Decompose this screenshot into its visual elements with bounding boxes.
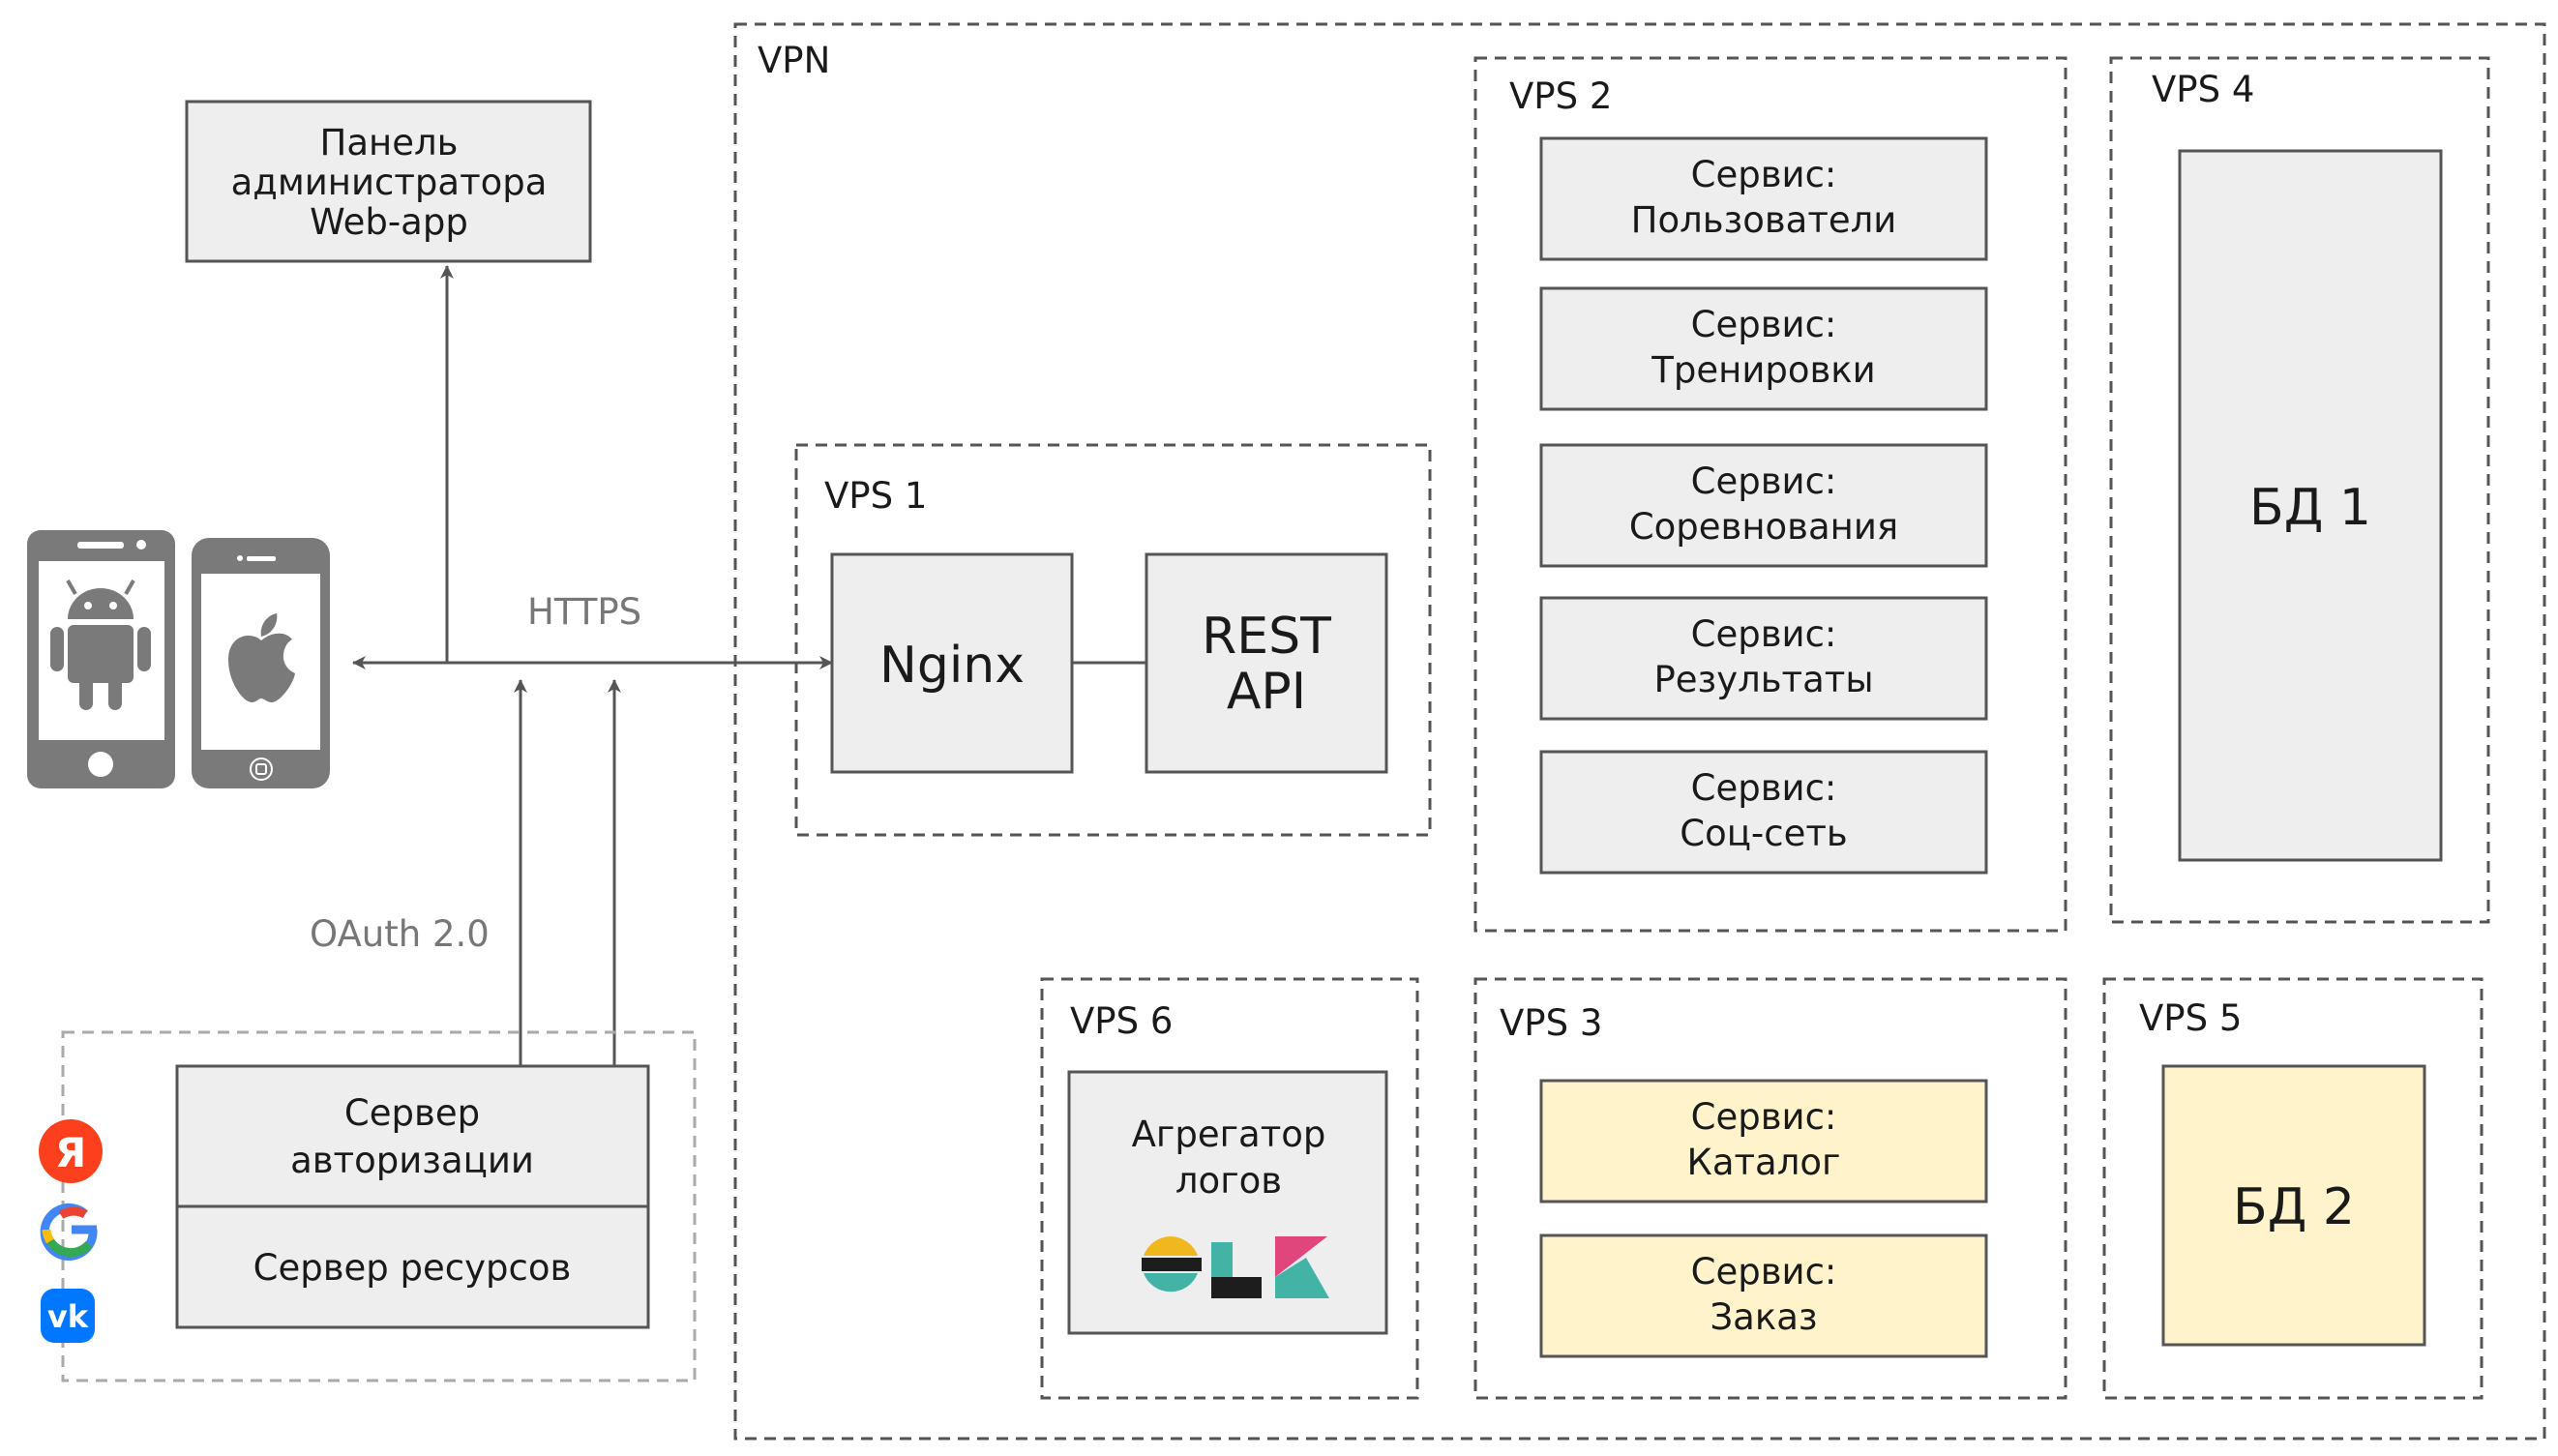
vps2-service-box-1 <box>1539 286 1988 411</box>
admin-panel-line-3: Web-app <box>310 201 468 243</box>
resource-server-box <box>175 1204 650 1329</box>
yandex-icon: Я <box>39 1119 103 1183</box>
android-phone-icon <box>27 530 175 788</box>
db1-box <box>2178 149 2443 862</box>
vps2-service-label-4-0: Сервис: <box>1691 767 1837 809</box>
vps2-service-label-0-0: Сервис: <box>1691 154 1837 195</box>
admin-panel-line-2: администратора <box>231 162 548 203</box>
vps3-service-box-0 <box>1539 1079 1988 1203</box>
elk-logo <box>1142 1236 1329 1298</box>
vps1-label: VPS 1 <box>824 475 927 517</box>
vps2-service-label-4-1: Соц-сеть <box>1680 813 1847 854</box>
vps3-service-box-1 <box>1539 1233 1988 1358</box>
rest-api-box <box>1145 552 1388 774</box>
vps3-label: VPS 3 <box>1500 1002 1602 1044</box>
vps2-service-label-2-1: Соревнования <box>1629 506 1898 548</box>
vps4-label: VPS 4 <box>2152 69 2254 110</box>
iphone-icon <box>192 538 330 788</box>
rest-api-line-1: REST <box>1202 608 1331 666</box>
vps2-boundary <box>1473 56 2067 933</box>
vps2-service-box-4 <box>1539 750 1988 875</box>
vps2-label: VPS 2 <box>1509 75 1612 117</box>
db2-box <box>2161 1064 2426 1347</box>
vps6-boundary <box>1040 977 1419 1400</box>
oauth-label: OAuth 2.0 <box>310 913 490 955</box>
log-aggregator-line-2: логов <box>1175 1160 1282 1202</box>
vps3-service-label-0-0: Сервис: <box>1691 1096 1837 1138</box>
vps3-service-label-1-0: Сервис: <box>1691 1251 1837 1293</box>
https-label: HTTPS <box>527 591 641 633</box>
vpn-label: VPN <box>758 40 830 81</box>
nginx-box <box>830 552 1074 774</box>
admin-panel-line-1: Панель <box>320 122 459 163</box>
nginx-label: Nginx <box>879 637 1025 695</box>
vps2-service-label-0-1: Пользователи <box>1631 199 1897 241</box>
db1-label: БД 1 <box>2249 479 2371 537</box>
db2-label: БД 2 <box>2233 1178 2355 1236</box>
auth-server-box <box>175 1064 650 1208</box>
vps1-boundary <box>794 443 1432 837</box>
vps2-service-label-3-0: Сервис: <box>1691 613 1837 655</box>
vps2-service-box-2 <box>1539 443 1988 568</box>
vps2-service-box-3 <box>1539 596 1988 721</box>
auth-server-line-2: авторизации <box>290 1140 534 1181</box>
auth-server-line-1: Сервер <box>344 1092 480 1134</box>
vk-icon: vk <box>41 1289 95 1343</box>
vpn-boundary <box>733 22 2546 1441</box>
admin-panel-box <box>185 100 592 263</box>
vps2-service-box-0 <box>1539 136 1988 261</box>
vps5-label: VPS 5 <box>2139 997 2242 1039</box>
vps2-service-label-1-0: Сервис: <box>1691 304 1837 345</box>
vps2-services: Сервис:ПользователиСервис:ТренировкиСерв… <box>1539 136 1988 875</box>
vps6-label: VPS 6 <box>1070 1000 1173 1042</box>
vps2-service-label-2-0: Сервис: <box>1691 461 1837 502</box>
vps2-service-label-3-1: Результаты <box>1653 659 1873 700</box>
vps2-service-label-1-1: Тренировки <box>1651 349 1875 391</box>
vps3-boundary <box>1473 977 2067 1400</box>
vps3-service-label-0-1: Каталог <box>1687 1142 1841 1183</box>
rest-api-line-2: API <box>1227 663 1306 721</box>
svg-text:Я: Я <box>55 1129 86 1176</box>
google-icon <box>40 1203 98 1261</box>
svg-text:vk: vk <box>47 1298 89 1335</box>
resource-server-label: Сервер ресурсов <box>253 1247 572 1289</box>
log-aggregator-line-1: Агрегатор <box>1132 1114 1326 1155</box>
vps3-service-label-1-1: Заказ <box>1710 1296 1817 1338</box>
vps5-boundary <box>2102 977 2484 1400</box>
